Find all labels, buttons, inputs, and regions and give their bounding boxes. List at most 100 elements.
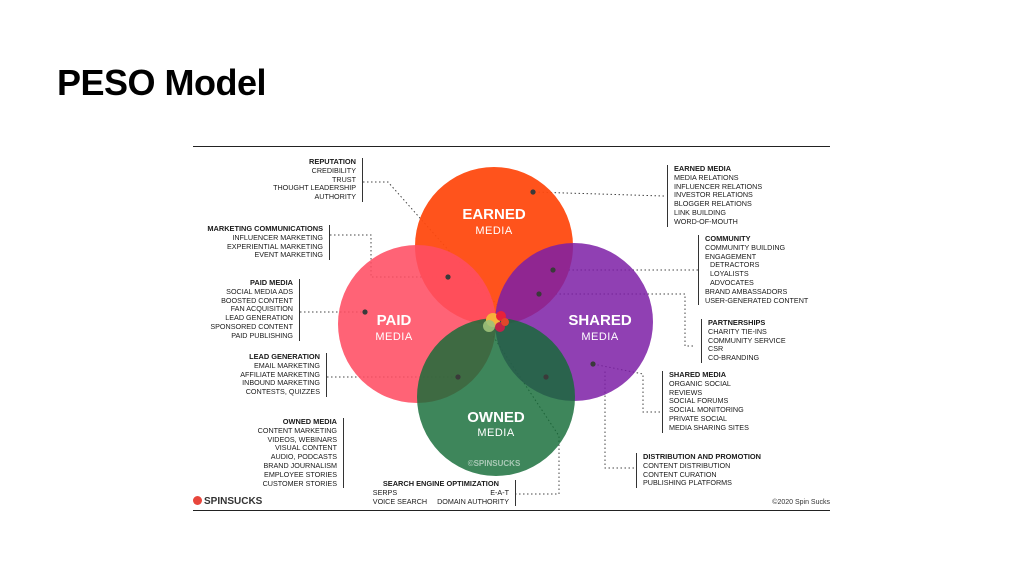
group-item: THOUGHT LEADERSHIP — [273, 183, 356, 193]
group-item: SPONSORED CONTENT — [210, 321, 293, 331]
group-heading: PARTNERSHIPS — [708, 318, 766, 327]
copyright: ©2020 Spin Sucks — [772, 499, 830, 506]
peso-diagram: EARNED MEDIA PAID MEDIA SHARED MEDIA OWN… — [193, 146, 830, 514]
group-owned-media: OWNED MEDIA CONTENT MARKETING VIDEOS, WE… — [257, 417, 344, 489]
group-item: CONTENT CURATION — [643, 469, 717, 479]
group-item: CO-BRANDING — [708, 353, 760, 363]
center-cluster — [483, 311, 509, 332]
group-item: LOYALISTS — [710, 269, 749, 279]
top-divider — [193, 146, 830, 147]
group-heading: DISTRIBUTION AND PROMOTION — [643, 452, 761, 461]
connector-seo — [492, 335, 560, 495]
owned-circle — [417, 318, 575, 476]
shared-subtitle: MEDIA — [581, 331, 619, 343]
paid-subtitle: MEDIA — [375, 331, 413, 343]
group-item: TRUST — [332, 174, 356, 184]
group-item: VIDEOS, WEBINARS — [267, 434, 338, 444]
group-item: SOCIAL FORUMS — [669, 396, 729, 406]
group-item: EXPERIENTIAL MARKETING — [227, 241, 323, 251]
group-heading: EARNED MEDIA — [674, 164, 732, 173]
earned-subtitle: MEDIA — [475, 225, 513, 237]
group-item: REVIEWS — [669, 387, 703, 397]
bottom-divider — [193, 510, 830, 511]
group-item: LINK BUILDING — [674, 207, 726, 217]
group-paid-media: PAID MEDIA SOCIAL MEDIA ADS BOOSTED CONT… — [210, 278, 300, 341]
connector-partnerships — [543, 293, 693, 347]
group-item: VISUAL CONTENT — [274, 443, 337, 453]
group-item: PUBLISHING PLATFORMS — [643, 478, 732, 488]
group-item: CSR — [708, 344, 724, 354]
group-item: PAID PUBLISHING — [231, 330, 293, 340]
group-item: CHARITY TIE-INS — [708, 326, 767, 336]
group-item: EMAIL MARKETING — [253, 360, 320, 370]
group-item: INFLUENCER MARKETING — [232, 232, 323, 242]
group-heading: MARKETING COMMUNICATIONS — [207, 224, 323, 233]
group-item: DETRACTORS — [710, 260, 760, 270]
group-item: CREDIBILITY — [311, 165, 356, 175]
group-item: CONTENT MARKETING — [257, 425, 337, 435]
group-item: PRIVATE SOCIAL — [669, 413, 728, 423]
group-item: SERPS — [372, 487, 398, 497]
group-item: INVESTOR RELATIONS — [674, 190, 753, 200]
venn-diagram: EARNED MEDIA PAID MEDIA SHARED MEDIA OWN… — [300, 167, 698, 495]
group-community: COMMUNITY COMMUNITY BUILDING ENGAGEMENT … — [698, 234, 809, 306]
group-item: COMMUNITY SERVICE — [708, 335, 786, 345]
earned-title: EARNED — [462, 206, 526, 223]
group-distribution-promotion: DISTRIBUTION AND PROMOTION CONTENT DISTR… — [636, 452, 761, 489]
owned-title: OWNED — [467, 409, 525, 426]
group-reputation: REPUTATION CREDIBILITY TRUST THOUGHT LEA… — [273, 157, 363, 202]
group-item: USER-GENERATED CONTENT — [705, 295, 809, 305]
group-heading: OWNED MEDIA — [282, 417, 337, 426]
group-item: SOCIAL MONITORING — [669, 405, 744, 415]
paid-title: PAID — [377, 312, 412, 329]
group-item: AUDIO, PODCASTS — [270, 452, 337, 462]
group-item: COMMUNITY BUILDING — [705, 242, 786, 252]
shared-title: SHARED — [568, 312, 632, 329]
group-item: BLOGGER RELATIONS — [674, 199, 752, 209]
group-item-row: SERPS E-A-T — [372, 487, 509, 498]
group-item: BRAND JOURNALISM — [263, 460, 337, 470]
group-item: INBOUND MARKETING — [242, 378, 320, 388]
slide-title: PESO Model — [57, 62, 267, 103]
group-item: AFFILIATE MARKETING — [240, 369, 320, 379]
spinsucks-logo: SPINSUCKS — [193, 496, 262, 507]
group-item: BOOSTED CONTENT — [221, 295, 293, 305]
group-lead-generation: LEAD GENERATION EMAIL MARKETING AFFILIAT… — [240, 352, 327, 397]
owned-subtitle: MEDIA — [477, 427, 515, 439]
group-item: BRAND AMBASSADORS — [705, 286, 788, 296]
group-item: MEDIA RELATIONS — [674, 172, 739, 182]
group-marketing-communications: MARKETING COMMUNICATIONS INFLUENCER MARK… — [207, 224, 330, 261]
group-item: LEAD GENERATION — [225, 313, 293, 323]
group-item: FAN ACQUISITION — [230, 304, 293, 314]
connector-earned-media — [532, 191, 665, 197]
group-item: MEDIA SHARING SITES — [669, 422, 749, 432]
connector-reputation — [363, 181, 499, 307]
group-item: CONTESTS, QUIZZES — [245, 387, 320, 397]
group-seo: SEARCH ENGINE OPTIMIZATION SERPS E-A-T V… — [372, 479, 516, 507]
group-heading: SHARED MEDIA — [669, 370, 727, 379]
group-item: WORD-OF-MOUTH — [674, 216, 738, 226]
group-item: ENGAGEMENT — [705, 251, 757, 261]
logo-mark-icon — [193, 496, 202, 505]
group-item: EVENT MARKETING — [254, 250, 323, 260]
group-item-row: VOICE SEARCH DOMAIN AUTHORITY — [373, 496, 509, 507]
group-item: E-A-T — [490, 487, 509, 497]
group-item: ORGANIC SOCIAL — [669, 378, 731, 388]
group-item: EMPLOYEE STORIES — [264, 469, 337, 479]
group-shared-media: SHARED MEDIA ORGANIC SOCIAL REVIEWS SOCI… — [662, 370, 749, 433]
watermark: ©SPINSUCKS — [468, 459, 521, 468]
connector-distribution — [604, 371, 634, 469]
group-item: CONTENT DISTRIBUTION — [643, 460, 731, 470]
group-heading: LEAD GENERATION — [249, 352, 320, 361]
group-earned-media: EARNED MEDIA MEDIA RELATIONS INFLUENCER … — [667, 164, 763, 227]
group-heading: REPUTATION — [309, 157, 356, 166]
group-partnerships: PARTNERSHIPS CHARITY TIE-INS COMMUNITY S… — [701, 318, 786, 363]
logo-text: SPINSUCKS — [204, 496, 263, 507]
group-item: INFLUENCER RELATIONS — [674, 181, 763, 191]
group-item: DOMAIN AUTHORITY — [437, 496, 509, 506]
group-item: CUSTOMER STORIES — [262, 478, 337, 488]
group-item: AUTHORITY — [314, 192, 356, 202]
group-heading: COMMUNITY — [705, 234, 751, 243]
group-item: ADVOCATES — [710, 277, 754, 287]
group-item: SOCIAL MEDIA ADS — [226, 286, 293, 296]
